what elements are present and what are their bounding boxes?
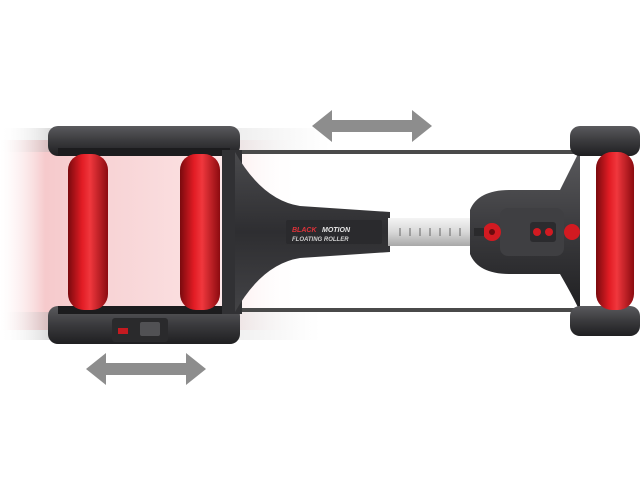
brand-prefix: BLACK [292, 227, 317, 234]
brand-plate [286, 220, 382, 244]
knob-center [489, 229, 495, 235]
brand-line2: FLOATING ROLLER [292, 237, 349, 243]
rear-red-cap [564, 224, 580, 240]
front-frame-top-inner [58, 148, 230, 156]
bottom-double-arrow-icon [86, 353, 206, 385]
knob-stem [474, 228, 484, 236]
rear-frame-bottom [570, 306, 640, 336]
rear-roller [596, 152, 634, 310]
bracket-clip [140, 322, 160, 336]
top-double-arrow-icon [312, 110, 432, 142]
rear-frame-top [570, 126, 640, 156]
rail-top [230, 150, 585, 154]
tube-scale-ticks [399, 228, 461, 236]
control-button-1[interactable] [533, 228, 541, 236]
front-roller-1 [68, 154, 108, 310]
bracket-red-mark [118, 328, 128, 334]
brand-suffix: MOTION [322, 227, 351, 234]
telescope-tube [388, 218, 478, 246]
rail-bottom [230, 308, 585, 312]
front-roller-2 [180, 154, 220, 310]
front-frame-bottom-inner [58, 306, 230, 314]
control-panel [530, 222, 556, 242]
control-button-2[interactable] [545, 228, 553, 236]
